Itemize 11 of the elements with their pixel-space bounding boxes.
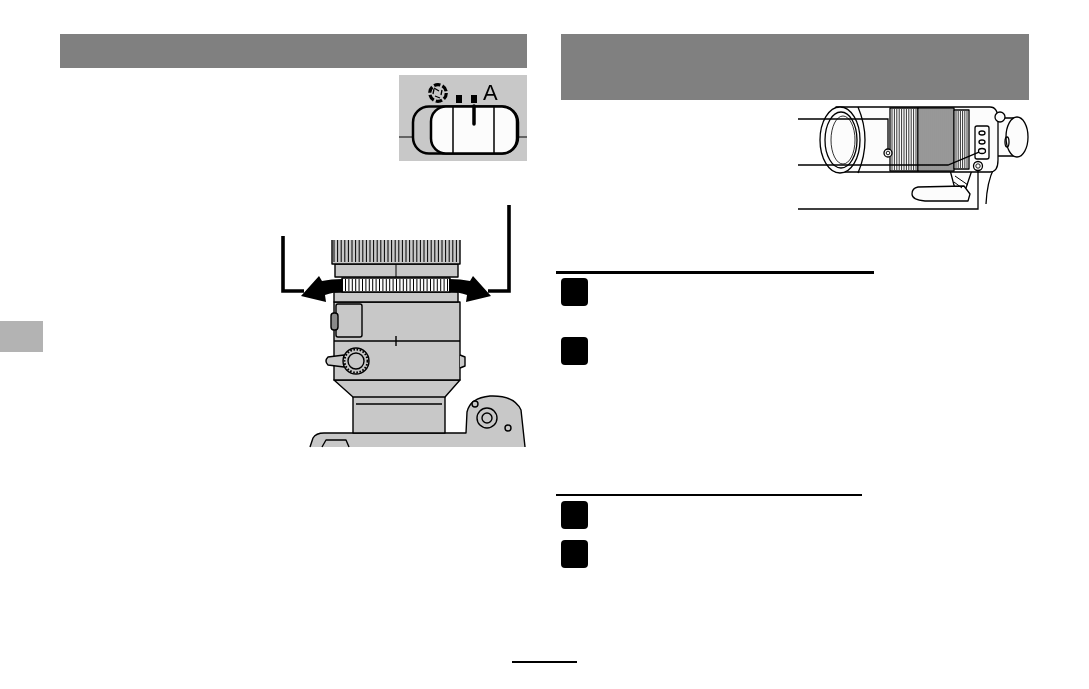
leader-line: [281, 236, 304, 293]
position-label: A: [483, 80, 498, 106]
leader-line: [488, 205, 511, 293]
leader-line: [797, 169, 979, 210]
oval-switch-icon: [977, 147, 987, 155]
round-button-icon: [883, 148, 893, 158]
curved-arrow: [449, 276, 491, 302]
leader-line: [797, 151, 980, 166]
leader-line: [797, 118, 889, 150]
round-button-icon: [972, 160, 984, 172]
curved-arrow: [301, 276, 343, 302]
